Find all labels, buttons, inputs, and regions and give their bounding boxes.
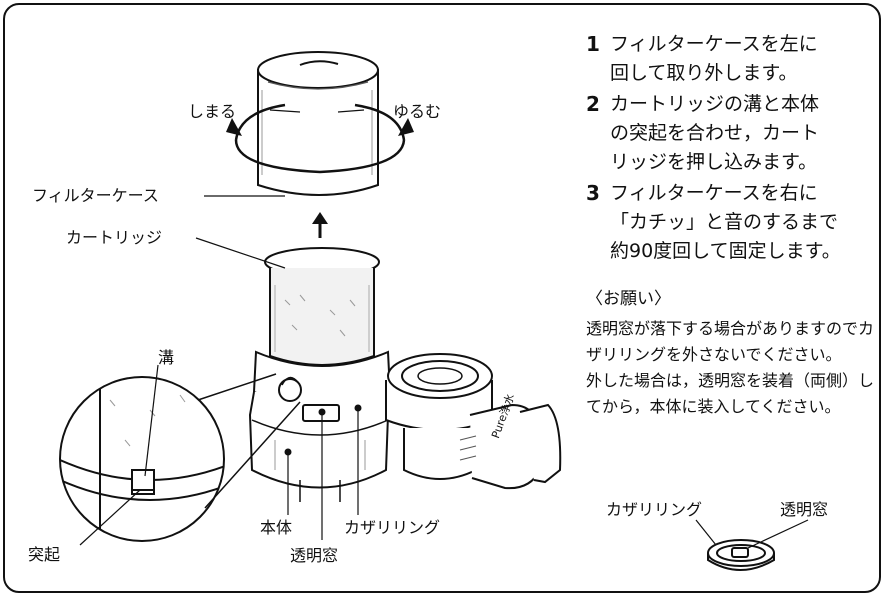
- label-kazari-ring-2: カザリリング: [606, 500, 703, 519]
- step-line: 「カチッ」と音のするまで: [610, 211, 839, 233]
- label-toki: 突起: [28, 545, 61, 564]
- step-line: の突起を合わせ，カート: [610, 122, 820, 144]
- notes-heading: 〈お願い〉: [586, 289, 671, 309]
- label-filter-case: フィルターケース: [32, 186, 159, 205]
- label-yurumu: ゆるむ: [393, 102, 442, 121]
- label-toumeimado: 透明窓: [290, 546, 339, 565]
- label-kazari-ring: カザリリング: [344, 518, 441, 537]
- notes-paragraph-2: 外した場合は，透明窓を装着（両側）してから，本体に装入してください。: [586, 371, 875, 416]
- detail-magnifier: [59, 373, 302, 542]
- outlet-connector: [385, 353, 562, 490]
- page-frame: [3, 3, 881, 593]
- label-toumeimado-2: 透明窓: [780, 500, 829, 519]
- step-1: 1 フィルターケースを左に 回して取り外します。: [586, 30, 876, 88]
- step-number: 1: [586, 32, 600, 56]
- rotation-ring: [226, 103, 414, 174]
- step-3: 3 フィルターケースを右に 「カチッ」と音のするまで 約90度回して固定します。: [586, 179, 876, 266]
- leader-lines: [79, 109, 365, 546]
- filter-case: [257, 51, 379, 196]
- label-mizo: 溝: [158, 348, 175, 367]
- label-shimaru: しまる: [188, 102, 237, 121]
- step-line: フィルターケースを左に: [610, 33, 818, 55]
- label-cartridge: カートリッジ: [66, 228, 163, 247]
- step-line: リッジを押し込みます。: [610, 151, 818, 173]
- step-2: 2 カートリッジの溝と本体 の突起を合わせ，カート リッジを押し込みます。: [586, 90, 876, 177]
- step-number: 2: [586, 92, 600, 116]
- notes-section: 〈お願い〉 透明窓が落下する場合がありますのでカザリリングを外さないでください。…: [586, 286, 876, 420]
- kazari-ring-detail: [695, 519, 809, 571]
- label-hontai: 本体: [260, 518, 293, 537]
- step-line: カートリッジの溝と本体: [610, 93, 820, 115]
- step-line: フィルターケースを右に: [610, 182, 818, 204]
- step-line: 約90度回して固定します。: [610, 240, 841, 262]
- main-body: [248, 350, 392, 502]
- cartridge: [264, 247, 380, 366]
- notes-paragraph-1: 透明窓が落下する場合がありますのでカザリリングを外さないでください。: [586, 319, 875, 364]
- instruction-steps: 1 フィルターケースを左に 回して取り外します。 2 カートリッジの溝と本体 の…: [586, 30, 876, 268]
- step-number: 3: [586, 181, 600, 205]
- step-line: 回して取り外します。: [610, 62, 798, 84]
- up-arrow-icon: [312, 212, 328, 238]
